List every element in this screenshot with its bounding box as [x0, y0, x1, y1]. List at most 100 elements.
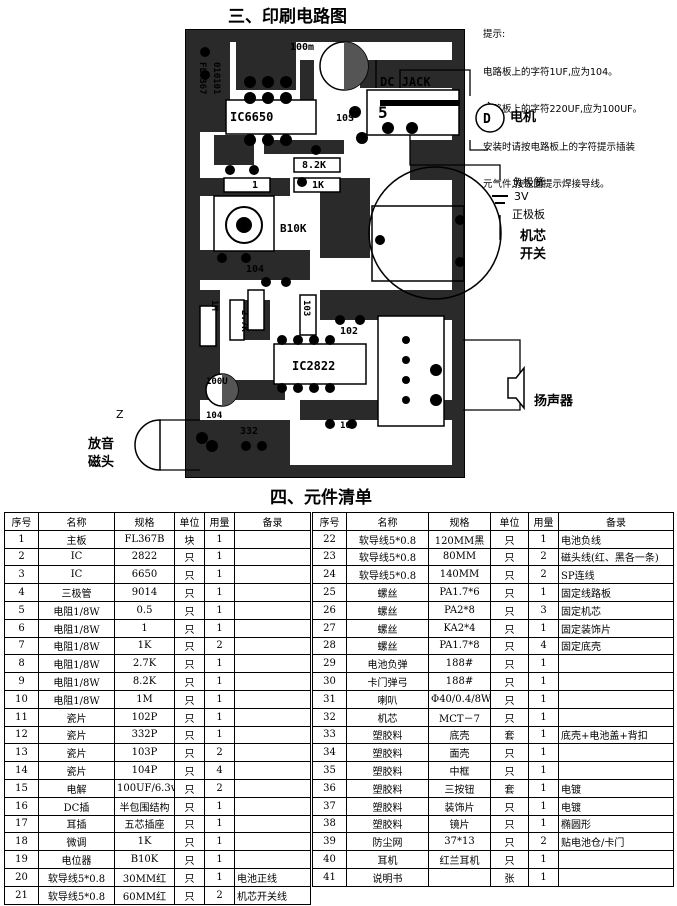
cell-name: 软导线5*0.8	[38, 885, 115, 905]
cell-remark: 机芯开关线	[234, 885, 311, 905]
cell-index: 19	[4, 850, 39, 869]
speaker-label: 扬声器	[534, 394, 574, 409]
cell-unit: 只	[490, 600, 529, 620]
cell-index: 17	[4, 814, 39, 834]
cell-name: 微调	[38, 832, 115, 852]
cell-remark	[234, 850, 311, 869]
cell-index: 12	[4, 725, 39, 745]
pcb-label-104: 104	[246, 264, 264, 275]
cell-spec	[428, 867, 491, 887]
cell-name: 塑胶料	[346, 725, 429, 745]
cell-qty: 1	[204, 867, 235, 887]
cell-spec: KA2*4	[428, 618, 491, 638]
cell-name: IC	[38, 547, 115, 567]
cell-qty: 2	[204, 743, 235, 763]
pcb-label-1k: 1K	[312, 180, 324, 191]
cell-spec: 底壳	[428, 725, 491, 745]
cell-unit: 只	[174, 725, 205, 745]
cell-remark	[234, 761, 311, 780]
cell-qty: 1	[204, 565, 235, 585]
pcb-diagram: D 100m DC JACK 5 IC6650 10S 8.2K 1 1K B1…	[134, 29, 525, 478]
cell-spec: 1K	[114, 832, 175, 852]
cell-index: 28	[312, 636, 347, 656]
cell-qty: 1	[204, 618, 235, 638]
pcb-label-dc-jack: DC JACK	[380, 75, 431, 89]
notes-line: 电路板上的字符220UF,应为100UF。	[483, 104, 643, 115]
cell-index: 21	[4, 885, 39, 905]
cell-unit: 只	[490, 832, 529, 852]
cell-remark	[558, 654, 674, 674]
cell-name: 瓷片	[38, 743, 115, 763]
cell-qty: 1	[528, 850, 559, 869]
cell-qty: 1	[204, 583, 235, 602]
cell-index: 23	[312, 547, 347, 567]
cell-unit: 只	[174, 850, 205, 869]
cell-unit: 只	[490, 547, 529, 567]
cell-spec: PA1.7*8	[428, 636, 491, 656]
cell-unit: 只	[490, 814, 529, 834]
cell-name: 软导线5*0.8	[346, 565, 429, 585]
cell-unit: 块	[174, 529, 205, 549]
bom-header-row: 序号 名称 规格 单位 用量 备录	[312, 512, 674, 531]
head-mark: Z	[116, 408, 124, 421]
cell-remark	[558, 672, 674, 691]
notes-line: 元气件,按左图提示焊接导线。	[483, 179, 610, 190]
cell-spec: 镜片	[428, 814, 491, 834]
cell-remark	[558, 850, 674, 869]
cell-remark	[234, 654, 311, 674]
cell-spec: 120MM黑	[428, 529, 491, 549]
cell-spec: Φ40/0.4/8W	[428, 689, 491, 709]
cell-remark	[234, 565, 311, 585]
cell-name: 塑胶料	[346, 796, 429, 816]
pcb-label-2k7: 2.7K	[239, 310, 249, 332]
cell-qty: 4	[528, 636, 559, 656]
cell-remark	[234, 672, 311, 691]
cell-index: 11	[4, 707, 39, 727]
cell-qty: 2	[204, 636, 235, 656]
cell-index: 20	[4, 867, 39, 887]
cell-qty: 1	[528, 529, 559, 549]
battery-neg-label: 负极簧	[512, 176, 545, 189]
cell-unit: 只	[174, 761, 205, 780]
cell-qty: 1	[204, 832, 235, 852]
bom-header-row: 序号 名称 规格 单位 用量 备录	[4, 512, 311, 531]
cell-spec: 188#	[428, 654, 491, 674]
cell-spec: 6650	[114, 565, 175, 585]
cell-name: IC	[38, 565, 115, 585]
cell-unit: 只	[174, 885, 205, 905]
cell-index: 10	[4, 689, 39, 709]
cell-index: 6	[4, 618, 39, 638]
cell-spec: 0.5	[114, 600, 175, 620]
cell-name: 电阻1/8W	[38, 689, 115, 709]
cell-unit: 只	[174, 689, 205, 709]
cell-index: 33	[312, 725, 347, 745]
cell-remark	[234, 778, 311, 798]
cell-unit: 只	[174, 618, 205, 638]
cell-remark	[234, 725, 311, 745]
pcb-label-1m: 1M	[209, 300, 219, 311]
cell-qty: 2	[204, 778, 235, 798]
cell-remark: 电池正线	[234, 867, 311, 887]
cell-qty: 3	[528, 600, 559, 620]
cell-name: 电阻1/8W	[38, 672, 115, 691]
cell-name: 螺丝	[346, 618, 429, 638]
switch-label: 机芯 开关	[520, 229, 547, 262]
cell-spec: 2.7K	[114, 654, 175, 674]
pcb-label-104b: 104	[206, 411, 223, 421]
cell-remark: 贴电池仓/卡门	[558, 832, 674, 852]
cell-qty: 2	[528, 832, 559, 852]
pcb-label-100u: 100U	[206, 377, 228, 387]
